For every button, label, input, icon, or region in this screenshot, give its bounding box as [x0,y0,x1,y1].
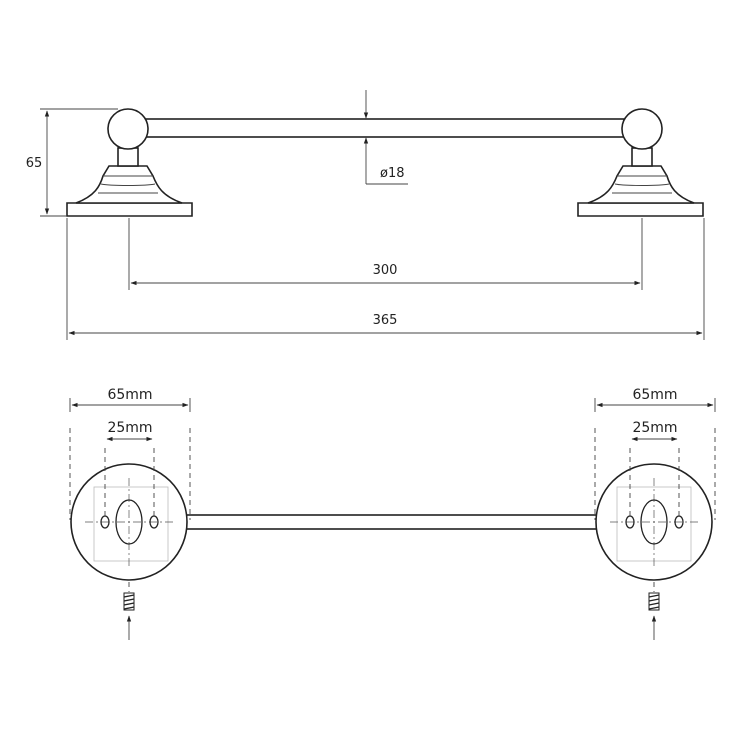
centers-label: 300 [373,263,398,278]
height-dimension: 65 [26,108,118,217]
left-base-plate [66,202,193,217]
right-bracket [577,108,704,217]
top-rail-bar [185,514,601,530]
left-ball-end [107,108,149,150]
top-view: 65mm 25mm [69,387,716,640]
right-ball-end [621,108,663,150]
height-label: 65 [26,156,43,171]
left-inner-label: 25mm [107,420,152,436]
front-view: 65 ø18 300 365 [26,90,705,340]
right-neck [631,147,653,167]
overall-dimension: 365 [68,313,703,336]
right-bell-cover [587,165,695,204]
centers-dimension: 300 [130,263,641,286]
left-grub-screw-icon [123,592,135,611]
diameter-label: ø18 [380,166,405,181]
right-grub-screw-icon [648,592,660,611]
left-centre-slot [115,499,143,545]
left-neck [117,147,139,167]
left-rosette: 65mm 25mm [69,387,191,640]
right-inner-label: 25mm [632,420,677,436]
diameter-dimension: ø18 [363,90,408,185]
right-rosette: 65mm 25mm [594,387,716,640]
right-outer-label: 65mm [632,387,677,403]
right-centre-slot [640,499,668,545]
right-base-plate [577,202,704,217]
overall-label: 365 [373,313,398,328]
rail-bar [137,118,625,138]
left-outer-label: 65mm [107,387,152,403]
left-bell-cover [75,165,183,204]
left-bracket [66,108,193,217]
